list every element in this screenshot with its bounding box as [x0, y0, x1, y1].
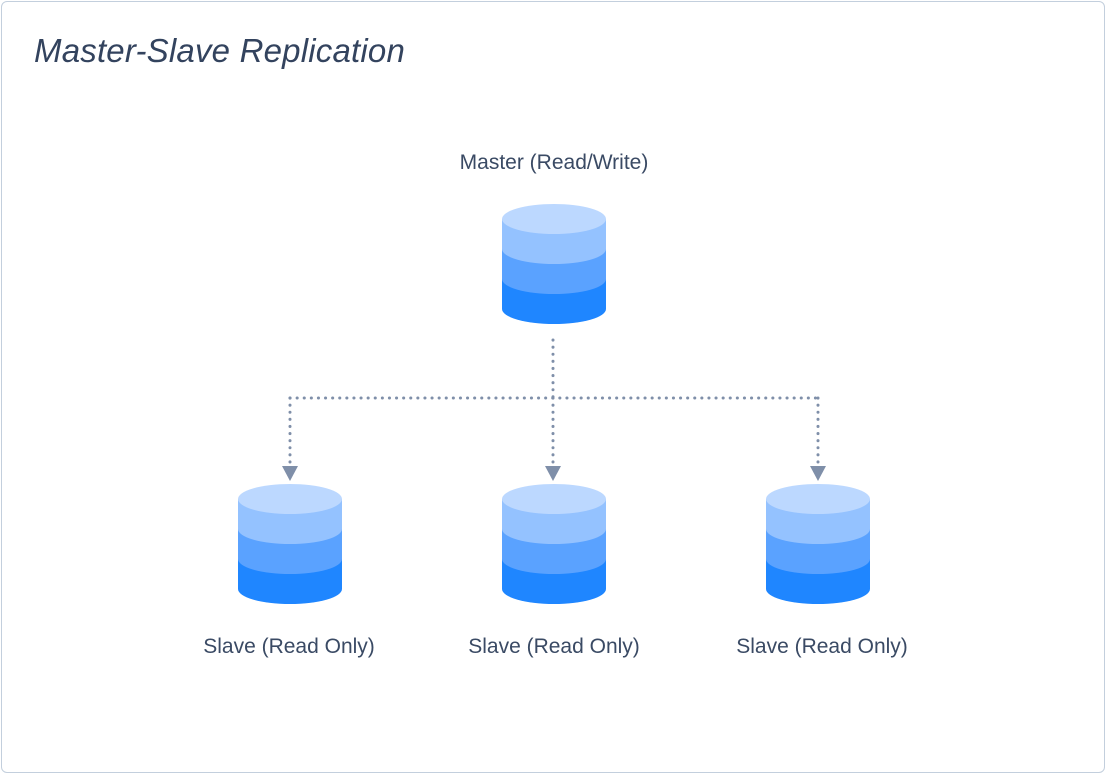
- arrow-down-icon: [810, 466, 826, 481]
- slave-database-icon-3: [766, 484, 870, 604]
- connectors: [288, 338, 820, 470]
- arrowheads: [282, 466, 826, 481]
- arrow-down-icon: [282, 466, 298, 481]
- slave-label-3: Slave (Read Only): [736, 635, 908, 658]
- slave-database-icon-1: [238, 484, 342, 604]
- arrow-down-icon: [545, 466, 561, 481]
- diagram-title: Master-Slave Replication: [34, 32, 406, 69]
- slave-database-icon-2: [502, 484, 606, 604]
- slave-label-1: Slave (Read Only): [203, 635, 375, 658]
- master-label: Master (Read/Write): [459, 151, 649, 174]
- master-database-icon: [502, 204, 606, 324]
- slave-label-2: Slave (Read Only): [468, 635, 640, 658]
